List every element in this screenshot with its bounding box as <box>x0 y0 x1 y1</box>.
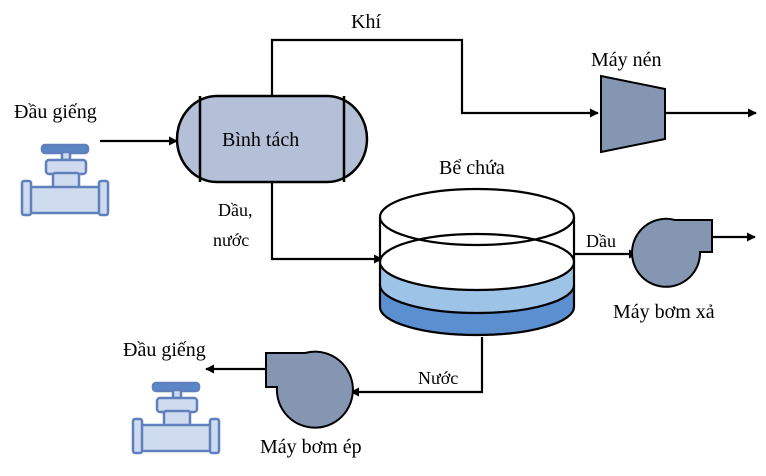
separator-label: Bình tách <box>222 129 299 151</box>
water-label: Nước <box>418 368 458 388</box>
gas-label: Khí <box>351 11 381 33</box>
injection-pump-icon <box>265 350 354 429</box>
compressor-label: Máy nén <box>591 49 662 71</box>
discharge-pump-label: Máy bơm xả <box>613 301 715 323</box>
storage-tank <box>378 187 576 337</box>
oil-water-label-line1: Dầu, <box>218 200 253 220</box>
oil-label: Dầu <box>586 231 616 251</box>
discharge-pump-icon <box>631 217 713 288</box>
wellhead-inlet-label: Đầu giếng <box>14 101 97 123</box>
tank-label: Bể chứa <box>439 157 505 179</box>
wellhead-injection-label: Đầu giếng <box>123 339 206 361</box>
injection-pump-label: Máy bơm ép <box>260 436 362 458</box>
injection-wellhead-valve-icon <box>131 381 221 455</box>
oil-water-label-line2: nước <box>213 230 249 250</box>
flow-gas-line <box>270 38 599 118</box>
wellhead-valve-icon <box>20 143 110 217</box>
flow-oil-water-line <box>270 182 383 264</box>
flow-water-line <box>350 337 484 397</box>
compressor-icon <box>600 74 666 154</box>
separator-vessel <box>175 94 369 184</box>
